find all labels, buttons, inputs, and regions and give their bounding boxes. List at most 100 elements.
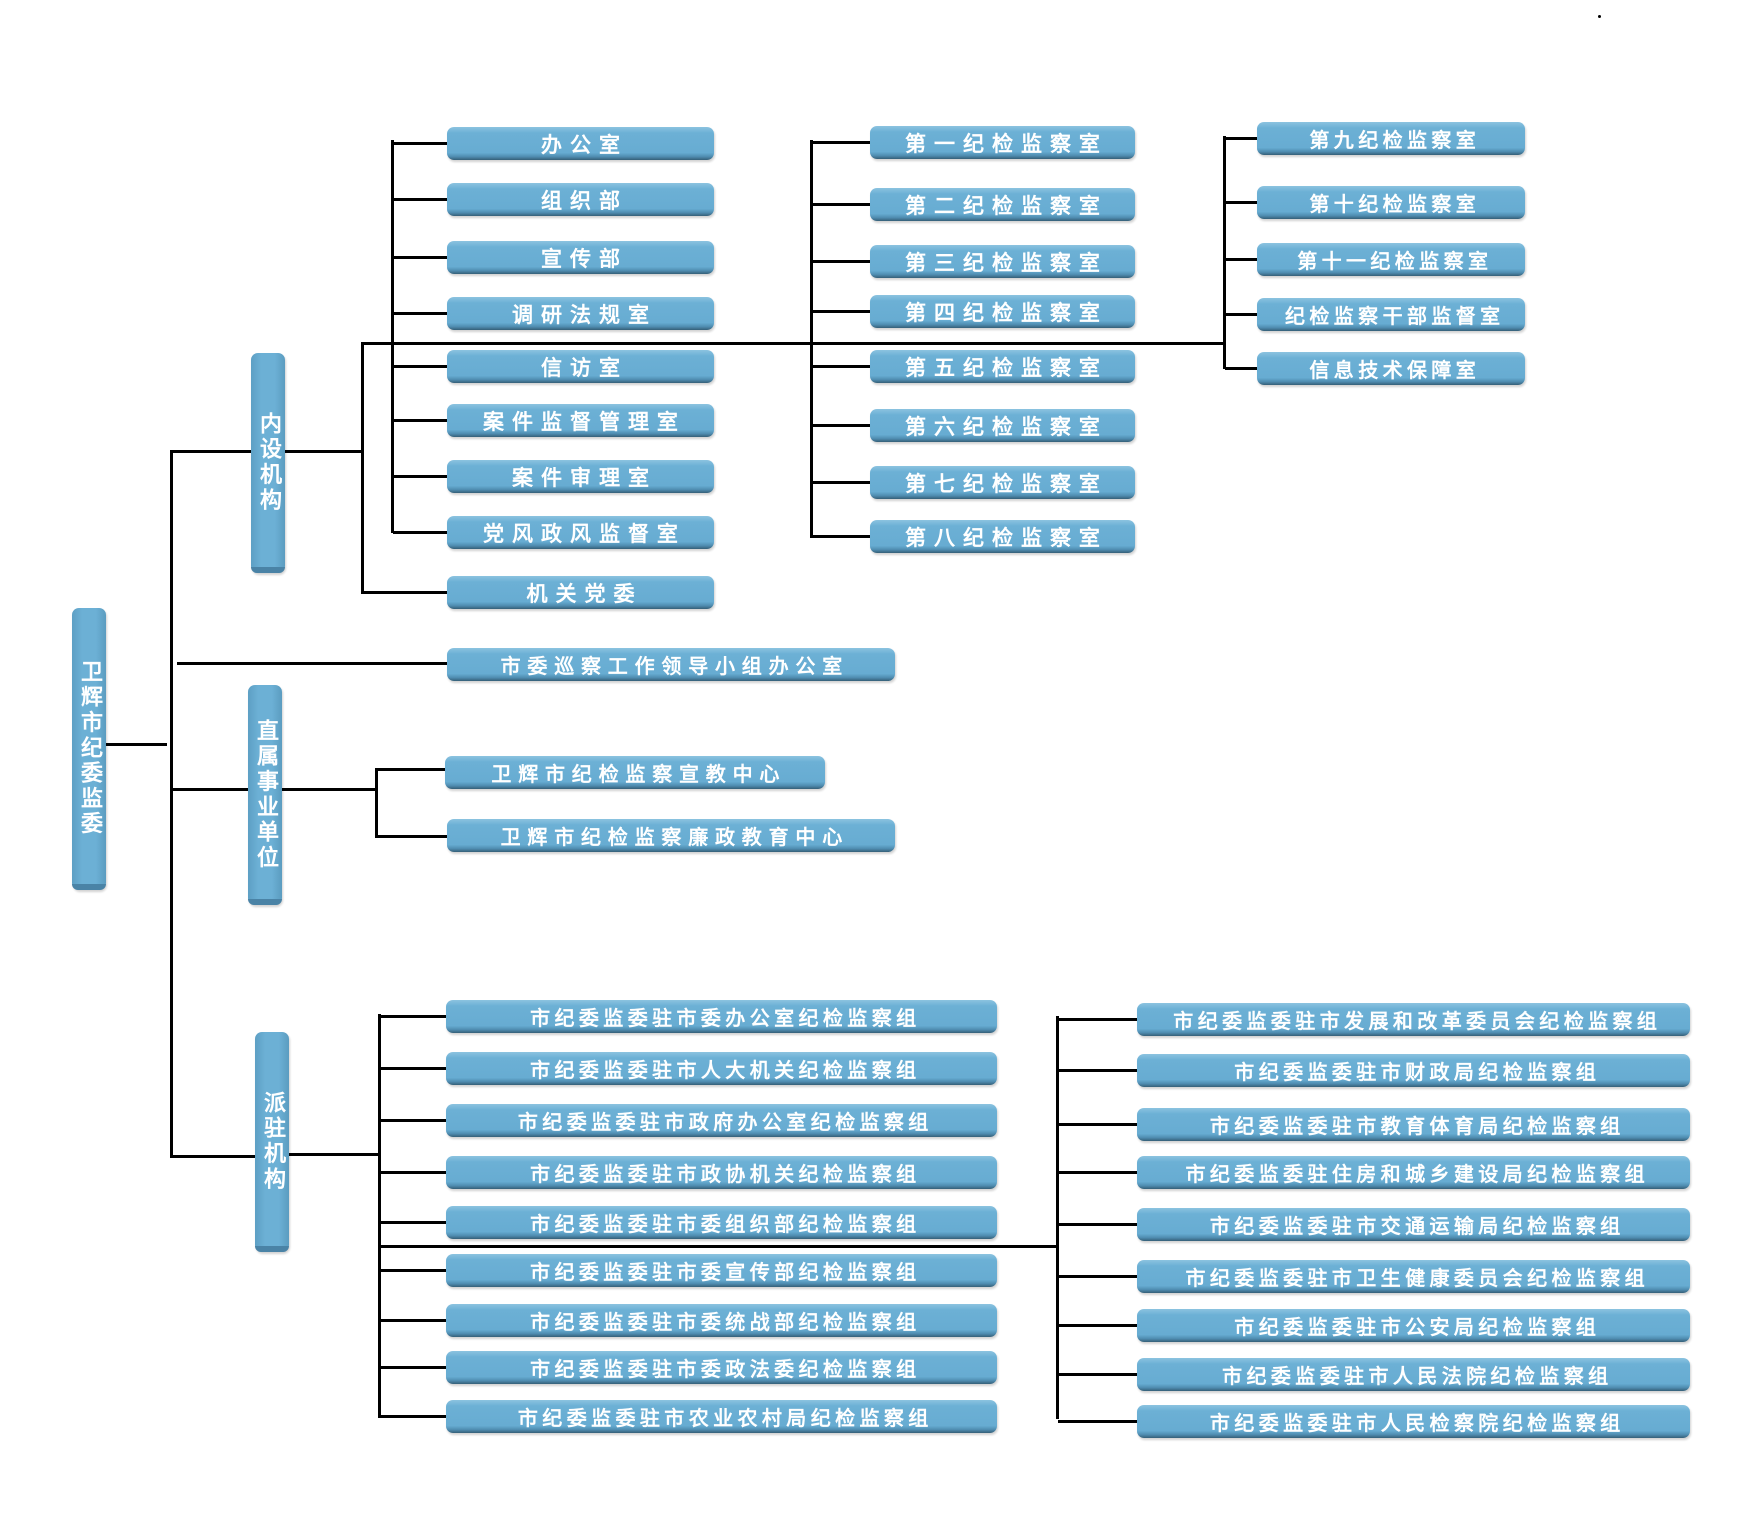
node-inspection-room[interactable]: 第六纪检监察室	[870, 409, 1135, 442]
node-department[interactable]: 案件监督管理室	[447, 404, 714, 437]
connector-line	[812, 424, 870, 427]
node-stationed-group[interactable]: 市纪委监委驻市人大机关纪检监察组	[446, 1052, 997, 1085]
rooms-a-spine	[810, 140, 813, 538]
node-inspection-room[interactable]: 第三纪检监察室	[870, 245, 1135, 278]
node-institution[interactable]: 卫辉市纪检监察宣教中心	[445, 756, 825, 789]
connector-line	[812, 481, 870, 484]
node-department[interactable]: 党风政风监督室	[447, 516, 714, 549]
connector-line	[812, 535, 870, 538]
connector-line	[170, 450, 251, 453]
connector-line	[380, 1067, 446, 1070]
node-stationed-group[interactable]: 市纪委监委驻市卫生健康委员会纪检监察组	[1137, 1260, 1690, 1293]
node-stationed-group[interactable]: 市纪委监委驻市财政局纪检监察组	[1137, 1054, 1690, 1087]
stationed-b-spine	[1056, 1016, 1059, 1419]
node-stationed-group[interactable]: 市纪委监委驻市发展和改革委员会纪检监察组	[1137, 1003, 1690, 1036]
connector-line	[380, 1269, 446, 1272]
node-inspection-room[interactable]: 第八纪检监察室	[870, 520, 1135, 553]
connector-line	[177, 662, 447, 665]
branch-label: 派驻机构	[260, 1091, 285, 1193]
node-patrol-office[interactable]: 市委巡察工作领导小组办公室	[447, 648, 895, 681]
node-stationed-group[interactable]: 市纪委监委驻市政协机关纪检监察组	[446, 1156, 997, 1189]
connector-line	[1058, 1223, 1137, 1226]
connector-line	[170, 1155, 255, 1158]
connector-line	[105, 743, 167, 746]
connector-line	[282, 788, 375, 791]
connector-line	[380, 1015, 446, 1018]
node-inspection-room[interactable]: 信息技术保障室	[1257, 352, 1525, 385]
connector-line	[1058, 1018, 1137, 1021]
node-department[interactable]: 办公室	[447, 127, 714, 160]
node-stationed-group[interactable]: 市纪委监委驻市公安局纪检监察组	[1137, 1309, 1690, 1342]
departments-spine	[391, 140, 394, 533]
connector-line	[812, 310, 870, 313]
node-stationed-group[interactable]: 市纪委监委驻市委统战部纪检监察组	[446, 1304, 997, 1337]
connector-line	[1225, 313, 1257, 316]
rooms-b-spine	[1223, 136, 1226, 369]
internal-spine	[361, 342, 364, 594]
connector-line	[393, 531, 447, 534]
connector-line	[380, 1319, 446, 1322]
node-party-committee[interactable]: 机关党委	[447, 576, 714, 609]
connector-line	[380, 1221, 446, 1224]
connector-line	[393, 256, 447, 259]
node-inspection-room[interactable]: 第一纪检监察室	[870, 126, 1135, 159]
node-stationed-group[interactable]: 市纪委监委驻市委政法委纪检监察组	[446, 1351, 997, 1384]
branch-stationed[interactable]: 派驻机构	[255, 1032, 289, 1252]
node-department[interactable]: 调研法规室	[447, 297, 714, 330]
institutions-spine	[375, 768, 378, 838]
node-stationed-group[interactable]: 市纪委监委驻市教育体育局纪检监察组	[1137, 1108, 1690, 1141]
connector-line	[393, 419, 447, 422]
node-department[interactable]: 组织部	[447, 183, 714, 216]
branch-institutions[interactable]: 直属事业单位	[248, 685, 282, 905]
connector-line	[380, 1119, 446, 1122]
node-stationed-group[interactable]: 市纪委监委驻市人民法院纪检监察组	[1137, 1358, 1690, 1391]
node-stationed-group[interactable]: 市纪委监委驻市政府办公室纪检监察组	[446, 1104, 997, 1137]
connector-line	[812, 260, 870, 263]
node-inspection-room[interactable]: 第十一纪检监察室	[1257, 243, 1525, 276]
connector-line	[393, 365, 447, 368]
node-inspection-room[interactable]: 第九纪检监察室	[1257, 122, 1525, 155]
node-stationed-group[interactable]: 市纪委监委驻住房和城乡建设局纪检监察组	[1137, 1156, 1690, 1189]
node-stationed-group[interactable]: 市纪委监委驻市人民检察院纪检监察组	[1137, 1405, 1690, 1438]
connector-line	[380, 1415, 446, 1418]
connector-line	[1225, 367, 1257, 370]
node-stationed-group[interactable]: 市纪委监委驻市委组织部纪检监察组	[446, 1206, 997, 1239]
node-inspection-room[interactable]: 第四纪检监察室	[870, 295, 1135, 328]
stationed-a-spine	[378, 1014, 381, 1418]
connector-line	[1058, 1324, 1137, 1327]
connector-line	[393, 312, 447, 315]
connector-line	[361, 591, 447, 594]
node-inspection-room[interactable]: 第十纪检监察室	[1257, 186, 1525, 219]
connector-line	[285, 450, 363, 453]
node-department[interactable]: 信访室	[447, 350, 714, 383]
connector-line	[1058, 1373, 1137, 1376]
connector-line	[1058, 1420, 1137, 1423]
connector-line	[1058, 1123, 1137, 1126]
node-stationed-group[interactable]: 市纪委监委驻市交通运输局纪检监察组	[1137, 1208, 1690, 1241]
node-stationed-group[interactable]: 市纪委监委驻市农业农村局纪检监察组	[446, 1400, 997, 1433]
connector-line	[393, 142, 447, 145]
node-stationed-group[interactable]: 市纪委监委驻市委办公室纪检监察组	[446, 1000, 997, 1033]
connector-line	[812, 141, 870, 144]
node-inspection-room[interactable]: 第二纪检监察室	[870, 188, 1135, 221]
node-department[interactable]: 宣传部	[447, 241, 714, 274]
connector-line	[170, 788, 248, 791]
connector-line	[1225, 258, 1257, 261]
stray-dot	[1598, 15, 1601, 18]
branch-internal[interactable]: 内设机构	[251, 353, 285, 573]
connector-line	[1058, 1275, 1137, 1278]
root-label: 卫辉市纪委监委	[77, 660, 102, 838]
node-stationed-group[interactable]: 市纪委监委驻市委宣传部纪检监察组	[446, 1254, 997, 1287]
node-inspection-room[interactable]: 纪检监察干部监督室	[1257, 298, 1525, 331]
connector-line	[380, 1366, 446, 1369]
root-node[interactable]: 卫辉市纪委监委	[72, 608, 106, 890]
connector-line	[1225, 201, 1257, 204]
node-inspection-room[interactable]: 第五纪检监察室	[870, 350, 1135, 383]
node-institution[interactable]: 卫辉市纪检监察廉政教育中心	[447, 819, 895, 852]
node-inspection-room[interactable]: 第七纪检监察室	[870, 466, 1135, 499]
node-department[interactable]: 案件审理室	[447, 460, 714, 493]
connector-line	[1058, 1069, 1137, 1072]
trunk-line	[378, 1245, 1059, 1248]
connector-line	[1225, 137, 1257, 140]
